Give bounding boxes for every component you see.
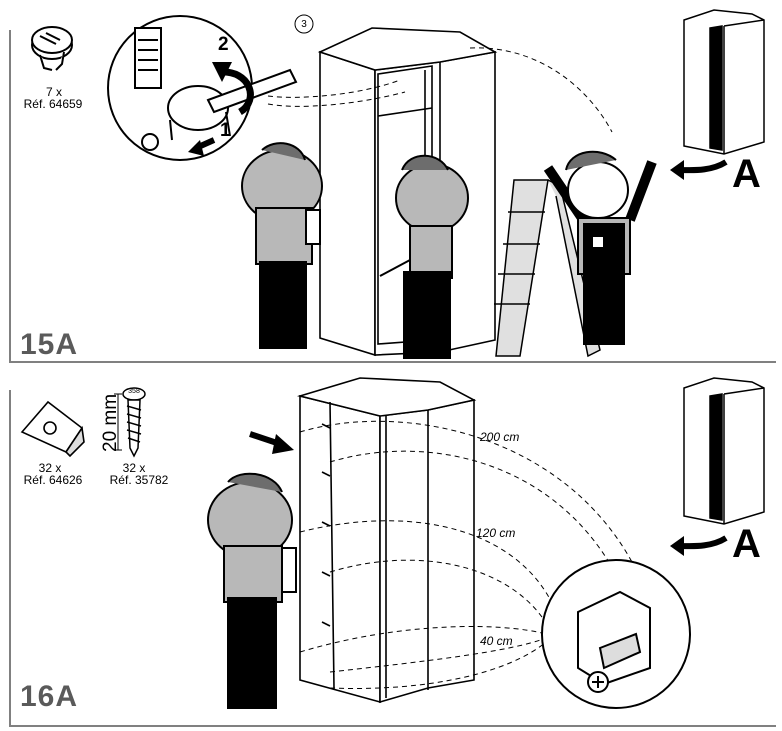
push-callout: 1 xyxy=(220,120,231,141)
angle-bracket-icon xyxy=(20,400,85,458)
screw-qty: 32 x xyxy=(122,461,146,475)
detail-magnifier xyxy=(107,15,298,161)
bracket-qty: 32 x xyxy=(38,461,62,475)
distance-label: 120 cm xyxy=(476,526,516,540)
step-15a-illustration xyxy=(9,9,776,363)
step-16a-illustration xyxy=(9,377,776,727)
orientation-arrow-icon xyxy=(670,159,728,180)
orientation-wardrobe xyxy=(683,9,765,155)
part-number-circle xyxy=(294,14,314,34)
bracket-ref: Réf. 64626 xyxy=(23,473,83,487)
screw-head-code: 358 xyxy=(128,388,140,395)
pointer-arrow-icon xyxy=(249,431,294,454)
screw-icon xyxy=(122,387,146,458)
motion-path xyxy=(299,420,633,689)
detail-magnifier xyxy=(541,559,691,709)
motion-path xyxy=(267,47,613,133)
worker-right xyxy=(543,150,657,345)
position-marker: A xyxy=(732,152,761,196)
orientation-wardrobe xyxy=(683,377,765,525)
screw-ref: Réf. 35782 xyxy=(109,473,169,487)
panel-border xyxy=(9,390,776,727)
push-arrow-icon xyxy=(188,137,216,156)
screw-length: 20 mm xyxy=(100,393,121,452)
worker-left xyxy=(241,142,323,349)
part-number-label: 3 xyxy=(301,19,307,30)
panel-border xyxy=(9,30,776,363)
step-label: 16A xyxy=(20,680,79,713)
distance-label: 40 cm xyxy=(480,634,513,648)
hardware-ref: Réf. 64659 xyxy=(23,97,83,111)
hardware-qty: 7 x xyxy=(45,85,62,99)
worker xyxy=(207,472,297,709)
cam-lock-icon xyxy=(31,26,73,71)
worker-middle xyxy=(379,154,469,359)
step-label: 15A xyxy=(20,328,79,361)
step-15a-panel: 7 x Réf. 64659 3 2 1 A 15A xyxy=(9,9,776,363)
length-dimension xyxy=(114,393,122,451)
distance-label: 200 cm xyxy=(480,430,520,444)
position-marker: A xyxy=(732,522,761,566)
step-16a-panel: 32 x Réf. 64626 32 x Réf. 35782 20 mm 35… xyxy=(0,372,782,731)
orientation-arrow-icon xyxy=(670,535,728,556)
corner-wardrobe xyxy=(296,377,477,704)
rotate-arrow-icon xyxy=(212,62,254,115)
turn-callout: 2 xyxy=(218,34,229,55)
